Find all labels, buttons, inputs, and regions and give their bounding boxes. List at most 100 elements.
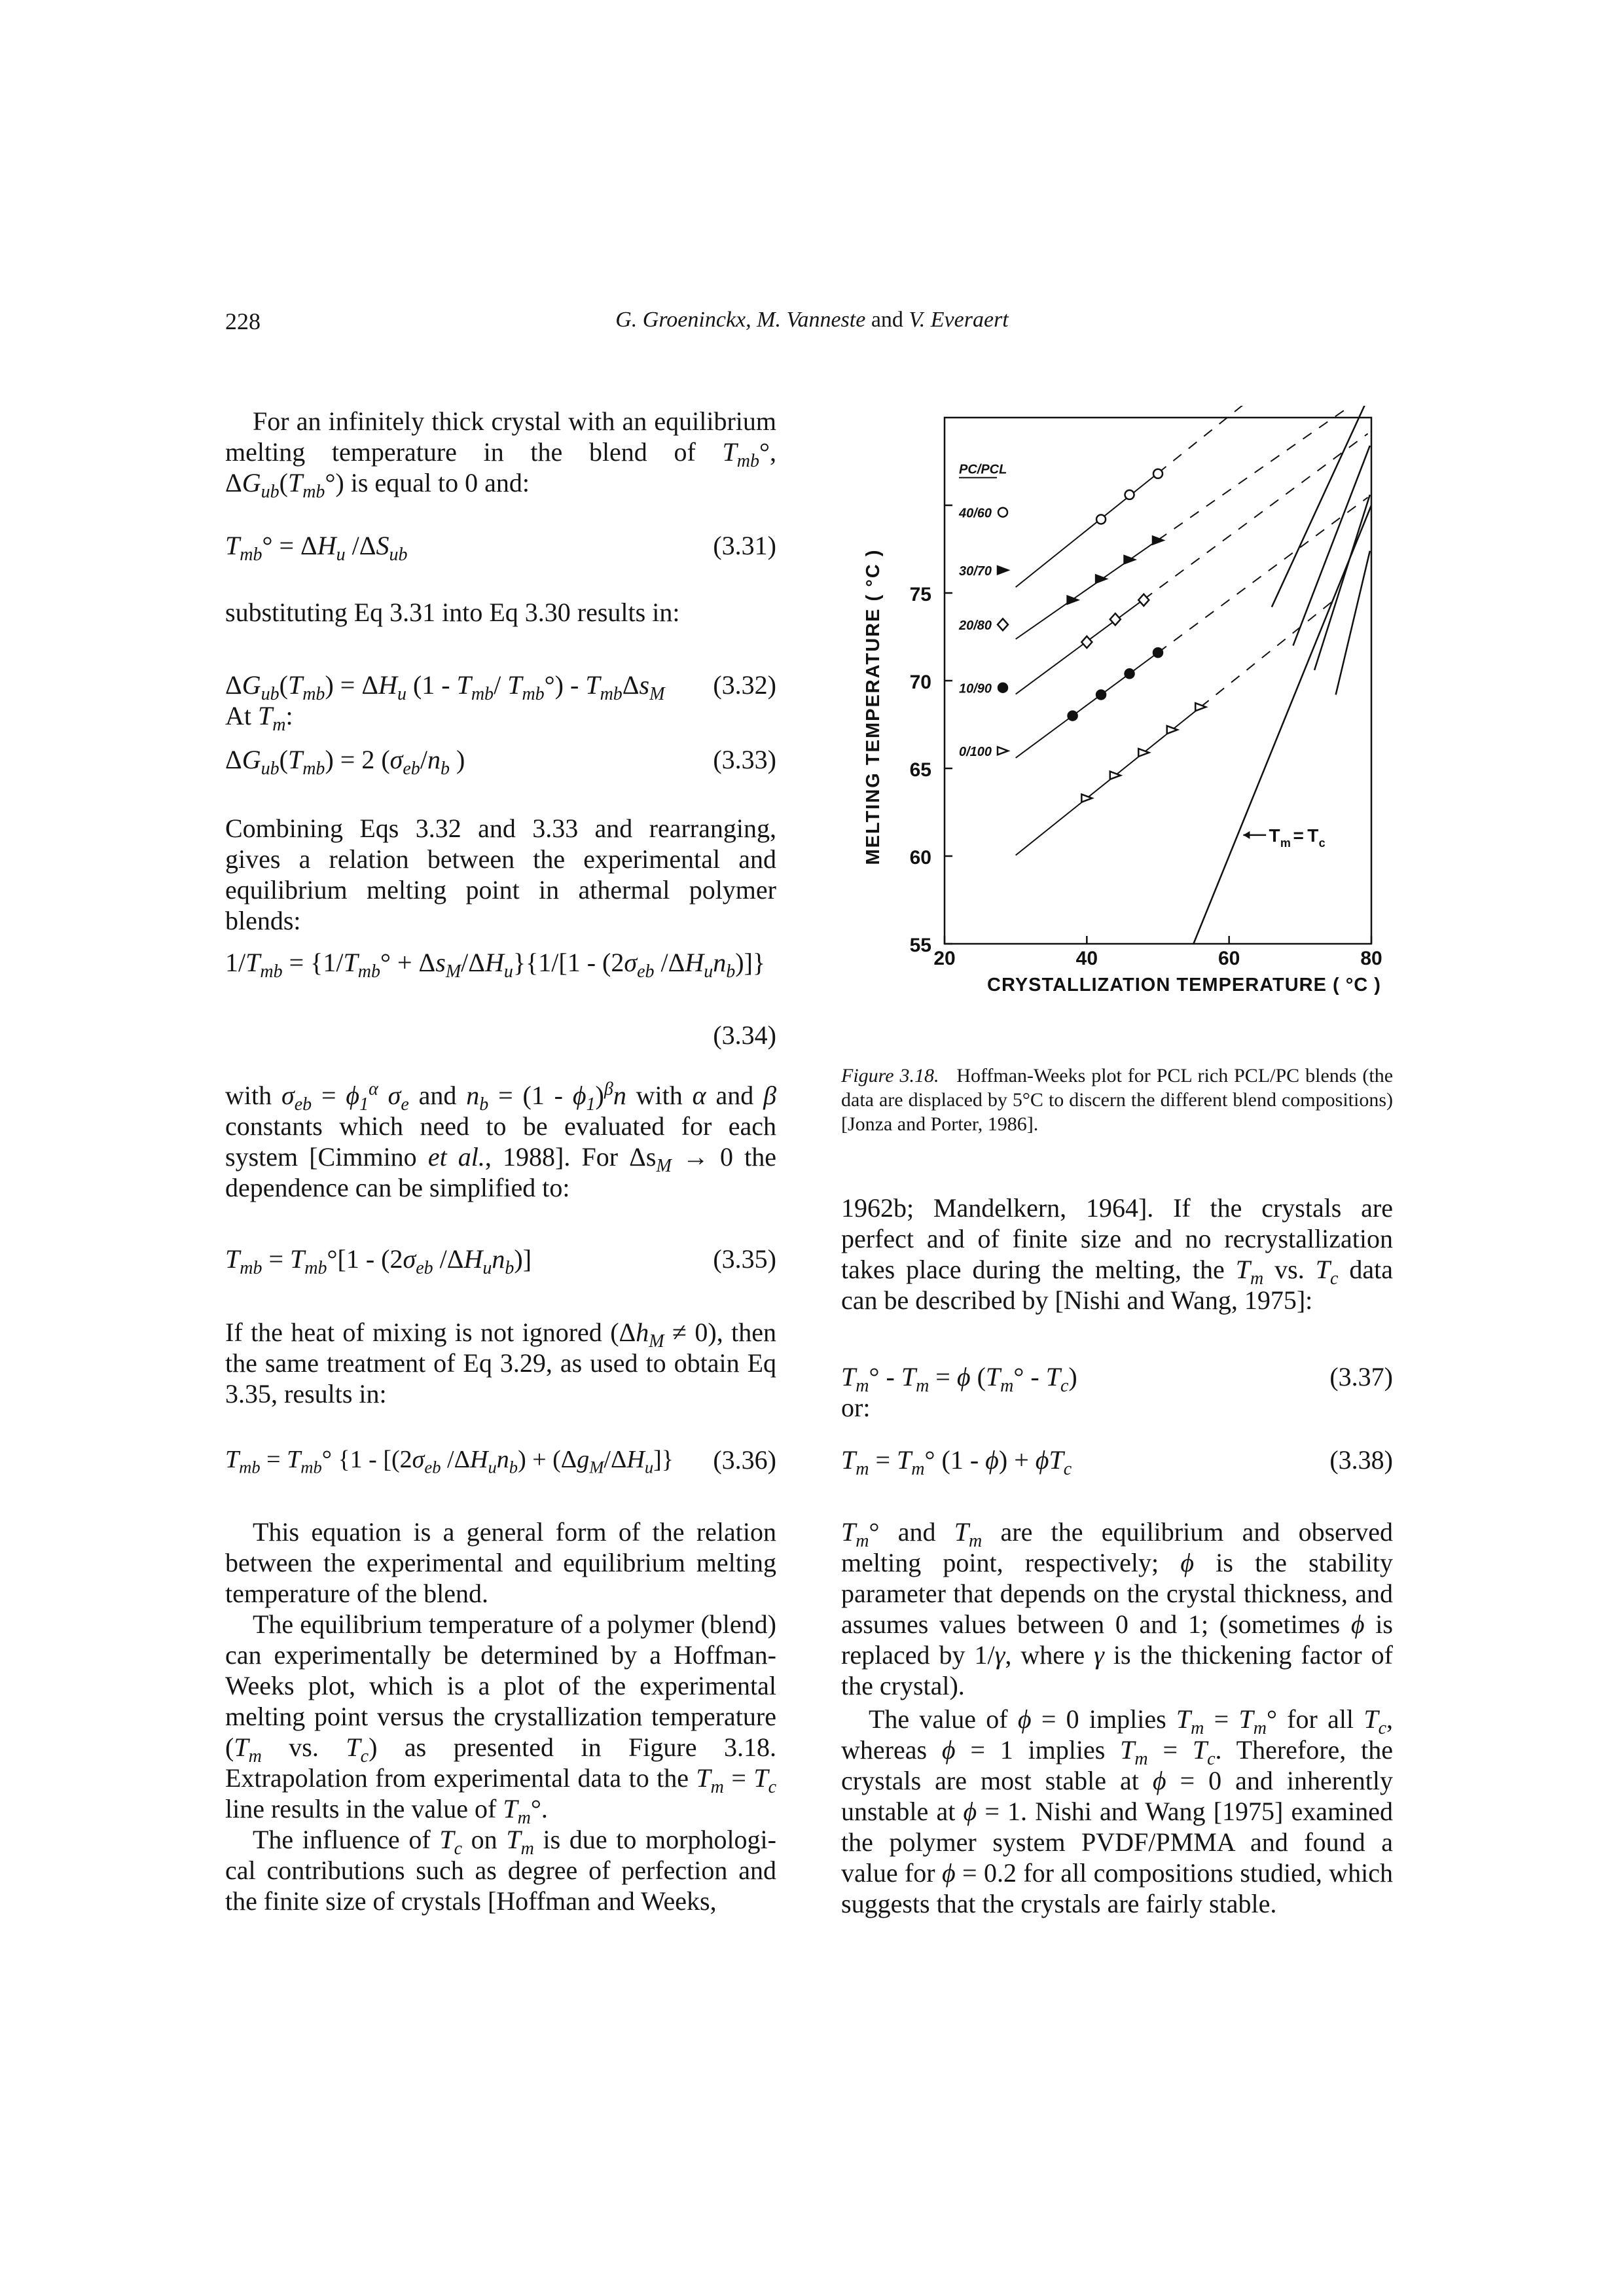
equation-number: (3.32) bbox=[713, 670, 776, 700]
legend-label: 30/70 bbox=[959, 564, 992, 579]
y-tick-label: 75 bbox=[910, 584, 931, 605]
arrow-head bbox=[1243, 831, 1250, 839]
y-tick-label: 70 bbox=[910, 672, 931, 693]
running-head-author-last: V. Everaert bbox=[909, 308, 1009, 332]
equation-3-32: ΔGub(Tmb) = ΔHu (1 - Tmb/ Tmb°) - TmbΔsM bbox=[225, 670, 665, 704]
left-paragraph-1: For an infinitely thick crystal with an … bbox=[225, 406, 776, 502]
running-head-and: and bbox=[871, 308, 903, 332]
equation-number: (3.33) bbox=[713, 745, 776, 774]
steep-line bbox=[1292, 445, 1371, 646]
extrapolation-line bbox=[1200, 601, 1333, 708]
data-point bbox=[1124, 489, 1135, 501]
data-point bbox=[1124, 668, 1135, 679]
data-point bbox=[1081, 793, 1094, 804]
tm-equals-tc-line bbox=[1193, 505, 1373, 944]
left-paragraph-4: with σeb = ϕ1α σe and nb = (1 - ϕ1)βn wi… bbox=[225, 1079, 777, 1202]
x-tick-label: 80 bbox=[1360, 948, 1382, 969]
data-point bbox=[1194, 702, 1208, 713]
extrapolation-line bbox=[1157, 497, 1369, 653]
tm-tc-subscript: m bbox=[1280, 836, 1291, 850]
data-point bbox=[1080, 635, 1094, 649]
legend-label: 0/100 bbox=[959, 745, 992, 759]
data-point bbox=[1109, 770, 1123, 781]
equation-3-36: Tmb = Tmb° {1 - [(2σeb /ΔHunb) + (ΔgM/ΔH… bbox=[225, 1446, 674, 1477]
legend-marker bbox=[996, 617, 1009, 632]
data-point bbox=[1138, 747, 1151, 758]
fit-line bbox=[1015, 539, 1159, 640]
fit-line bbox=[1015, 473, 1159, 588]
data-point bbox=[1095, 689, 1107, 700]
tm-tc-subscript-c: c bbox=[1319, 836, 1326, 850]
right-paragraph-3: The value of ϕ = 0 implies Tm = Tm° for … bbox=[841, 1704, 1393, 1918]
x-tick-label: 60 bbox=[1218, 948, 1240, 969]
y-tick-label: 60 bbox=[910, 847, 931, 869]
legend-marker bbox=[997, 682, 1009, 693]
data-point bbox=[1066, 594, 1081, 605]
left-paragraph-7: The equilibrium temperature of a polymer… bbox=[225, 1609, 777, 1828]
equation-3-33: ΔGub(Tmb) = 2 (σeb/nb ) bbox=[225, 745, 465, 779]
left-paragraph-5: If the heat of mixing is not ignored (Δh… bbox=[225, 1318, 777, 1408]
y-tick-label: 55 bbox=[910, 935, 931, 956]
figure-caption: Figure 3.18. Hoffman-Weeks plot for PCL … bbox=[841, 1064, 1393, 1136]
data-point bbox=[1094, 573, 1109, 584]
data-point bbox=[1152, 468, 1164, 480]
figure-caption-label: Figure 3.18. bbox=[841, 1065, 939, 1086]
running-head-authors: G. Groeninckx, M. Vanneste bbox=[615, 308, 866, 332]
data-point bbox=[1137, 592, 1150, 607]
legend-label: PC/PCL bbox=[959, 463, 1007, 477]
left-paragraph-2: substituting Eq 3.31 into Eq 3.30 result… bbox=[225, 598, 680, 627]
equation-3-37: Tm° - Tm = ϕ (Tm° - Tc) bbox=[841, 1362, 1077, 1396]
extrapolation-line bbox=[1157, 406, 1352, 541]
x-axis-title: CRYSTALLIZATION TEMPERATURE ( °C ) bbox=[987, 975, 1381, 996]
left-paragraph-3: Combining Eqs 3.32 and 3.33 and rearrang… bbox=[225, 814, 776, 935]
page-number: 228 bbox=[225, 308, 261, 334]
fit-line bbox=[1015, 652, 1159, 759]
data-point bbox=[1095, 514, 1107, 525]
data-point bbox=[1151, 535, 1166, 546]
right-paragraph-1: 1962b; Mandelkern, 1964]. If the crystal… bbox=[841, 1193, 1393, 1315]
data-point bbox=[1067, 710, 1078, 721]
equation-3-38: Tm = Tm° (1 - ϕ) + ϕTc bbox=[841, 1445, 1072, 1479]
steep-line bbox=[1313, 494, 1371, 671]
figure-caption-text: Hoffman-Weeks plot for PCL rich PCL/PC b… bbox=[841, 1065, 1394, 1135]
running-head: G. Groeninckx, M. Vanneste and V. Everae… bbox=[0, 308, 1624, 332]
right-paragraph-2: Tm° and Tm are the equilibrium and obser… bbox=[841, 1517, 1394, 1700]
legend-label: 10/90 bbox=[959, 682, 992, 696]
steep-line bbox=[1335, 550, 1371, 695]
legend-marker bbox=[997, 507, 1009, 518]
legend-label: 40/60 bbox=[958, 507, 992, 521]
equation-number: (3.35) bbox=[713, 1244, 776, 1274]
extrapolation-line bbox=[1143, 433, 1369, 600]
equation-number: (3.31) bbox=[713, 531, 776, 560]
equation-number: (3.38) bbox=[1329, 1445, 1393, 1475]
legend-marker bbox=[996, 745, 1011, 757]
legend-marker bbox=[996, 565, 1011, 575]
equation-3-35: Tmb = Tmb°[1 - (2σeb /ΔHunb)] bbox=[225, 1244, 532, 1278]
data-point bbox=[1152, 647, 1164, 658]
steep-line bbox=[1271, 406, 1365, 607]
tm-tc-label: T bbox=[1269, 825, 1280, 846]
data-point bbox=[1109, 612, 1122, 627]
tm-tc-equals: = bbox=[1293, 825, 1303, 846]
x-tick-label: 20 bbox=[933, 948, 955, 969]
data-point bbox=[1123, 554, 1138, 565]
y-tick-label: 65 bbox=[910, 759, 931, 781]
left-paragraph-6: This equation is a general form of the r… bbox=[225, 1517, 776, 1608]
equation-number: (3.36) bbox=[713, 1445, 776, 1475]
fit-line bbox=[1015, 599, 1144, 695]
left-paragraph-8: The influence of Tc on Tm is due to morp… bbox=[225, 1825, 776, 1916]
y-axis-title: MELTING TEMPERATURE ( °C ) bbox=[863, 549, 884, 865]
data-point bbox=[1166, 725, 1180, 735]
at-tm: At Tm: bbox=[225, 701, 293, 735]
equation-number: (3.37) bbox=[1329, 1362, 1393, 1391]
plot-frame bbox=[943, 416, 1373, 945]
x-tick-label: 40 bbox=[1076, 948, 1098, 969]
tm-tc-label-c: T bbox=[1307, 825, 1318, 846]
equation-3-34: 1/Tmb = {1/Tmb° + ΔsM/ΔHu}{1/[1 - (2σeb … bbox=[225, 948, 766, 982]
equation-number: (3.34) bbox=[713, 1020, 776, 1050]
legend-label: 20/80 bbox=[958, 619, 992, 633]
or-label: or: bbox=[841, 1393, 871, 1422]
extrapolation-line bbox=[1157, 406, 1243, 474]
